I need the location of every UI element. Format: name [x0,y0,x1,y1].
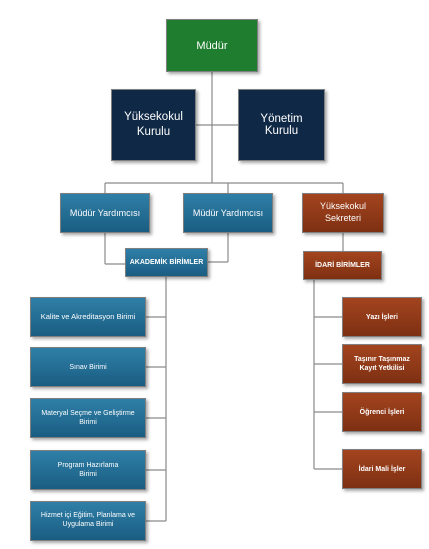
academic-units-header: AKADEMİK BİRİMLER [125,248,208,277]
deputy-director-box-2: Müdür Yardımcısı [183,193,273,233]
admin-unit-student-affairs: Öğrenci İşleri [342,392,422,432]
academic-unit-program: Program Hazırlama Birimi [30,450,146,490]
academic-unit-inservice: Hizmet içi Eğitim, Planlama ve Uygulama … [30,501,146,541]
admin-unit-property-records: Taşınır Taşınmaz Kayıt Yetkilisi [342,344,422,384]
admin-unit-correspondence: Yazı İşleri [342,297,422,337]
school-secretary-box: Yüksekokul Sekreteri [302,193,384,233]
academic-unit-exam: Sınav Birimi [30,347,146,387]
academic-unit-quality: Kalite ve Akreditasyon Birimi [30,297,146,337]
admin-unit-financial-affairs: İdari Mali İşler [342,449,422,489]
director-box: Müdür [166,19,258,72]
management-board-box: Yönetim Kurulu [238,89,325,161]
academic-board-box: Yüksekokul Kurulu [111,89,196,161]
admin-units-header: İDARİ BİRİMLER [303,251,382,280]
academic-unit-materials: Materyal Seçme ve Geliştirme Birimi [30,398,146,438]
deputy-director-box-1: Müdür Yardımcısı [60,193,150,233]
